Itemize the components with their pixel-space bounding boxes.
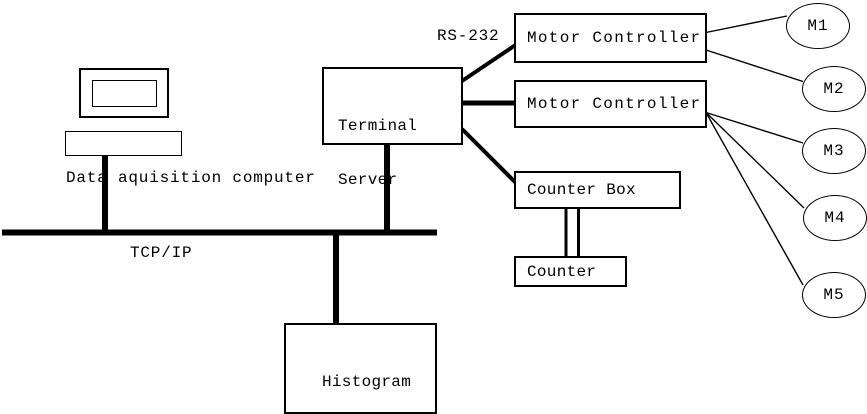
motor-node-m1: M1 [786,3,850,49]
terminal-server-to-counter-box-line [460,127,518,185]
motor-controller-2-to-m4-line [705,111,805,209]
motor-node-m2: M2 [802,66,866,112]
computer-keyboard-icon [65,131,182,156]
motor-m3-label: M3 [823,142,845,160]
counter-node-box: Counter [514,256,627,287]
motor-controller-1-to-m1-line [705,15,788,34]
motor-node-m3: M3 [802,128,866,174]
motor-m2-label: M2 [823,80,845,98]
histogram-memory-box: Histogram Memory [284,323,437,414]
motor-controller-2-to-m3-line [705,111,804,144]
motor-node-m4: M4 [803,195,867,241]
terminal-server-to-motor-controller-1-line [460,42,519,83]
counter-box: Counter Box [514,171,681,209]
motor-m5-label: M5 [823,286,845,304]
motor-controller-1-label: Motor Controller [527,29,702,47]
tcpip-bus-label: TCP/IP [130,244,193,262]
terminal-server-label-line2: Server [338,171,398,189]
counter-label: Counter [527,262,597,281]
motor-controller-2-box: Motor Controller [514,80,707,128]
terminal-server-label-line1: Terminal [338,117,418,135]
rs232-label: RS-232 [437,27,500,45]
computer-caption: Data aquisition computer [66,169,316,187]
motor-controller-1-box: Motor Controller [514,13,707,63]
histogram-memory-label-line1: Histogram [322,373,412,391]
motor-node-m5: M5 [802,272,866,318]
motor-controller-2-to-m5-line [705,112,804,286]
motor-controller-1-to-m2-line [705,49,804,83]
motor-m4-label: M4 [824,209,846,227]
terminal-server-box: Terminal Server [322,67,463,189]
computer-screen-icon [92,80,157,107]
motor-m1-label: M1 [807,17,829,35]
counter-box-label: Counter Box [527,181,636,199]
motor-controller-2-label: Motor Controller [527,95,702,113]
